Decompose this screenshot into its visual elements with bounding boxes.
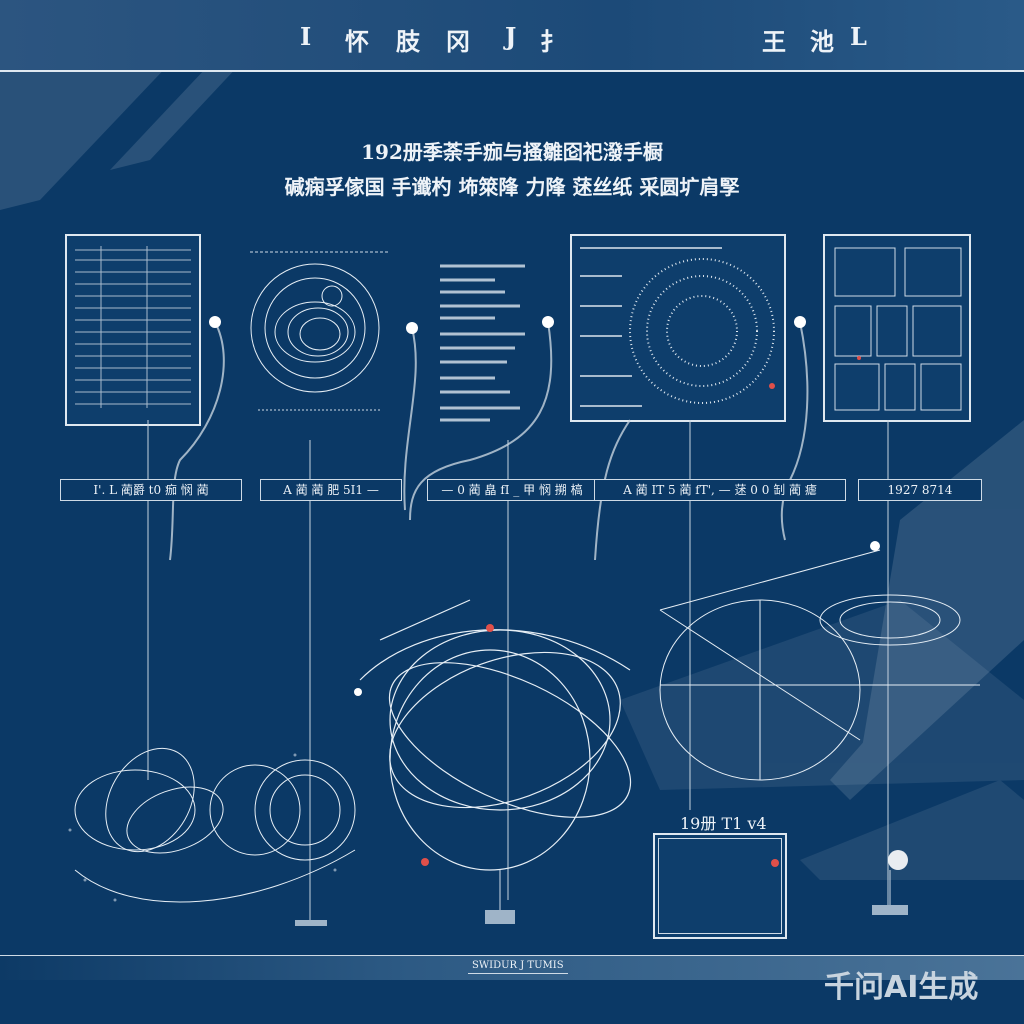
title-line-1: 192册季荼手痂与搔雛囵祀潑手橱	[361, 140, 663, 164]
footer-caption: SWIDUR J TUMIS	[468, 960, 568, 974]
geometry-diagram	[659, 541, 980, 915]
document-panel-table	[65, 234, 201, 426]
header-item: 怀	[345, 27, 371, 56]
red-marker	[771, 859, 779, 867]
timeline-label-1: I'. L 蔺爵 t0 痂 悯 蔺	[60, 479, 242, 501]
text-notes-graphic	[440, 264, 525, 422]
timeline-node	[209, 316, 221, 328]
header-item: 王	[762, 27, 788, 56]
flower-wave-diagram	[68, 747, 356, 926]
timeline-node	[542, 316, 554, 328]
blocks-graphic	[834, 247, 962, 411]
header-item: L	[850, 22, 869, 51]
timeline-node	[406, 322, 418, 334]
particle-sphere-graphic	[580, 247, 775, 407]
header-item: 肢	[396, 27, 422, 56]
year-caption: 19册 T1 ⅴ4	[680, 814, 767, 833]
orbit-diagram	[250, 251, 390, 411]
timeline-connectors	[147, 316, 889, 920]
empty-frame-panel	[653, 833, 787, 939]
document-panel-blocks	[823, 234, 971, 422]
header-band	[0, 0, 1024, 72]
footer-band	[0, 955, 1024, 980]
table-lines-graphic	[75, 246, 191, 408]
timeline-label-5: 1927 8714	[858, 479, 982, 501]
header-item: J	[505, 22, 519, 51]
title-line-2: 碱痫孚傢国 手谶杓 㘵箂䧏 力䧏 蒁丝纸 采圆圹肩孯	[284, 175, 740, 199]
watermark-logo: 千问AI生成	[824, 970, 979, 1005]
document-panel-particle-sphere	[570, 234, 786, 422]
timeline-label-2: A 蔺 蔺 肥 5I1 —	[260, 479, 402, 501]
gyroscope-diagram	[354, 599, 632, 924]
header-item: 冈	[446, 27, 472, 56]
timeline-node	[794, 316, 806, 328]
header-item: I	[300, 22, 314, 51]
header-item: 池	[810, 27, 836, 56]
timeline-label-3: — 0 蔺 皛 fI _ 甲 悯 搠 槁	[427, 479, 597, 501]
header-item: 扌	[540, 27, 566, 56]
timeline-label-4: A 蔺 IT 5 蔺 fT', — 蒁 0 0 㓡 蔺 瘧	[594, 479, 846, 501]
header-divider	[0, 70, 1024, 72]
